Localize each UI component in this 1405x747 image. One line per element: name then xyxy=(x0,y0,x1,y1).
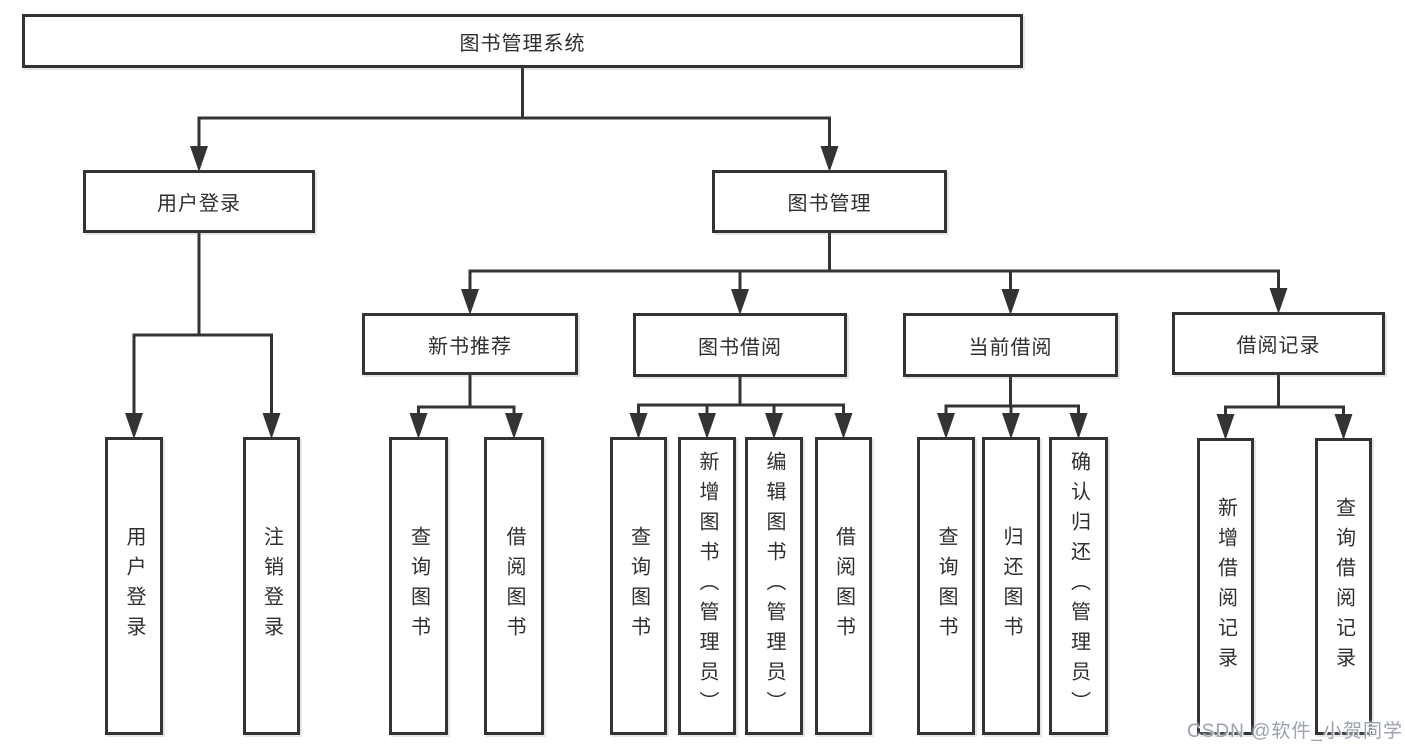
leaf-user-login-label: 用户登录 xyxy=(123,526,145,646)
leaf-query-books-recommend: 查询图书 xyxy=(389,437,448,735)
node-root-system: 图书管理系统 xyxy=(22,14,1023,68)
arrowhead-leaf-confirm-return xyxy=(1069,413,1088,439)
node-user-login: 用户登录 xyxy=(83,170,315,233)
connector-user-login xyxy=(132,229,273,419)
arrowhead-book-borrow xyxy=(731,289,749,315)
node-book-management: 图书管理 xyxy=(712,170,947,233)
node-book-borrow-label: 图书借阅 xyxy=(698,336,782,359)
leaf-logout: 注销登录 xyxy=(243,437,300,735)
arrowhead-leaf-return-books xyxy=(1002,413,1020,439)
leaf-confirm-return-admin: 确认归还（管理员） xyxy=(1049,437,1108,735)
arrowhead-leaf-query-books-current xyxy=(937,413,955,439)
arrowhead-leaf-add-borrow-record xyxy=(1216,414,1235,440)
node-book-borrow: 图书借阅 xyxy=(633,313,847,377)
arrowhead-leaf-add-books xyxy=(698,413,716,439)
node-borrow-records: 借阅记录 xyxy=(1172,312,1385,375)
leaf-query-books-borrow: 查询图书 xyxy=(610,437,667,735)
arrowhead-user-login xyxy=(190,146,208,172)
leaf-query-books-recommend-label: 查询图书 xyxy=(407,526,430,646)
leaf-confirm-return-admin-label: 确认归还（管理员） xyxy=(1067,451,1090,721)
leaf-borrow-books-recommend-label: 借阅图书 xyxy=(503,526,525,646)
leaf-borrow-books: 借阅图书 xyxy=(815,437,872,735)
arrowhead-borrow-records xyxy=(1269,288,1288,314)
leaf-add-books-admin: 新增图书（管理员） xyxy=(678,437,736,735)
leaf-edit-books-admin-label: 编辑图书（管理员） xyxy=(763,451,785,721)
node-borrow-records-label: 借阅记录 xyxy=(1236,335,1321,357)
leaf-borrow-books-label: 借阅图书 xyxy=(832,526,855,646)
leaf-add-borrow-record: 新增借阅记录 xyxy=(1197,438,1254,735)
arrowhead-leaf-user-login xyxy=(125,413,143,439)
connector-current-borrow xyxy=(944,373,1080,419)
leaf-return-books-label: 归还图书 xyxy=(1000,526,1022,646)
arrowhead-leaf-edit-books xyxy=(765,413,783,439)
leaf-user-login: 用户登录 xyxy=(105,437,163,735)
node-current-borrow-label: 当前借阅 xyxy=(968,336,1053,359)
arrowhead-book-mgmt xyxy=(820,146,839,172)
leaf-add-books-admin-label: 新增图书（管理员） xyxy=(696,451,718,721)
leaf-logout-label: 注销登录 xyxy=(260,526,283,646)
leaf-return-books: 归还图书 xyxy=(982,437,1040,735)
node-current-borrow: 当前借阅 xyxy=(903,313,1118,377)
arrowhead-new-book-rec xyxy=(461,289,479,315)
arrowhead-current-borrow xyxy=(1001,289,1020,315)
arrowhead-leaf-query-books-borrow xyxy=(629,413,648,439)
leaf-edit-books-admin: 编辑图书（管理员） xyxy=(745,437,803,735)
leaf-borrow-books-recommend: 借阅图书 xyxy=(484,437,544,735)
leaf-query-borrow-record-label: 查询借阅记录 xyxy=(1332,496,1355,677)
node-user-login-label: 用户登录 xyxy=(157,193,241,215)
connector-book-mgmt xyxy=(468,229,1280,295)
connector-new-book-rec xyxy=(417,371,516,419)
node-book-management-label: 图书管理 xyxy=(787,193,872,215)
arrowhead-leaf-query-borrow-record xyxy=(1334,414,1353,440)
leaf-query-books-current-label: 查询图书 xyxy=(935,526,957,646)
watermark: CSDN @软件_小贺同学 xyxy=(1187,721,1403,742)
connector-borrow-records xyxy=(1224,371,1345,420)
connector-book-borrow xyxy=(637,373,845,419)
leaf-query-books-current: 查询图书 xyxy=(917,437,975,735)
node-new-book-recommend: 新书推荐 xyxy=(362,313,578,375)
node-new-book-recommend-label: 新书推荐 xyxy=(428,335,512,358)
arrowhead-leaf-borrow-books-rec xyxy=(505,413,523,439)
leaf-query-borrow-record: 查询借阅记录 xyxy=(1315,438,1372,735)
arrowhead-leaf-logout xyxy=(262,413,281,439)
arrowhead-leaf-query-books-rec xyxy=(409,413,428,439)
connector-root xyxy=(197,64,831,152)
leaf-query-books-borrow-label: 查询图书 xyxy=(627,526,650,646)
leaf-add-borrow-record-label: 新增借阅记录 xyxy=(1214,496,1237,677)
node-root-system-label: 图书管理系统 xyxy=(459,32,586,55)
arrowhead-leaf-borrow-books xyxy=(834,413,853,439)
